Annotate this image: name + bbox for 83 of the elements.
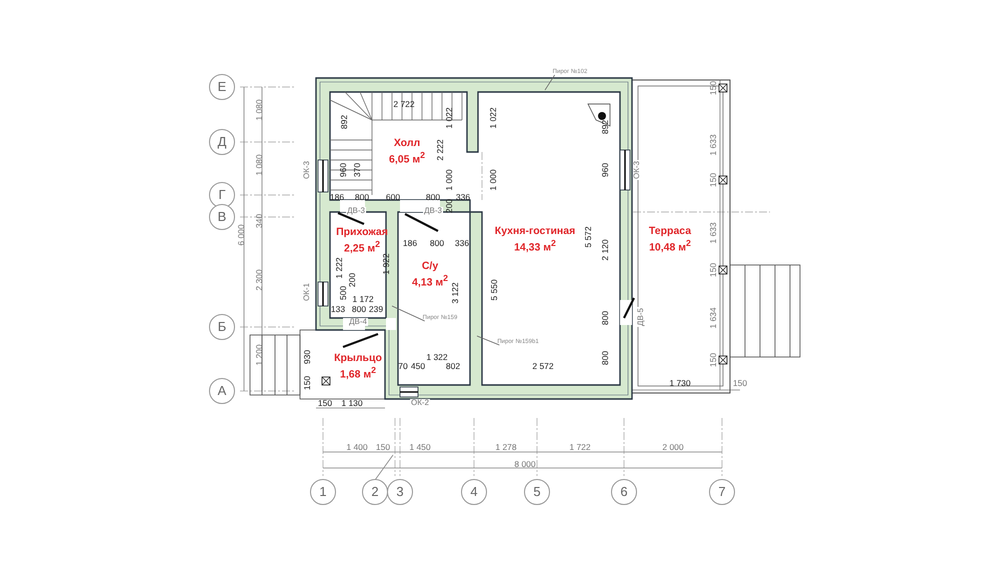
dimension-text: 1 222 (334, 257, 344, 279)
dimension-text: 1 633 (708, 134, 718, 156)
dimension-text: 2 120 (600, 239, 610, 261)
dimension-text: 370 (352, 162, 362, 178)
dimension-text: 1 278 (495, 442, 517, 452)
dimension-text: 5 572 (584, 226, 592, 248)
dimension-text: 2 000 (662, 442, 684, 452)
opening-mark: ДВ-4 (348, 318, 368, 326)
dimension-text: 1 080 (254, 154, 264, 176)
dimension-text: 336 (456, 192, 470, 202)
dimension-text: 1 722 (569, 442, 591, 452)
dimension-text: 2 572 (532, 362, 554, 370)
dimension-text: 1 200 (254, 344, 264, 366)
opening-mark: ОК-2 (410, 399, 430, 407)
dimension-text: 892 (600, 120, 610, 134)
room-area: 6,05 м$^{2}$ (389, 150, 425, 167)
dimension-text: 5 550 (490, 279, 498, 301)
dimension-text: 802 (446, 362, 460, 370)
dimension-text: 239 (368, 304, 384, 314)
dimension-text: 1 400 (346, 442, 368, 452)
dimension-text: 1 000 (488, 169, 498, 191)
dimension-text: 1 450 (409, 442, 431, 452)
dimension-text: 800 (354, 192, 370, 202)
dimension-text: 150 (708, 352, 718, 368)
dimension-text: 1 130 (341, 398, 363, 408)
dimension-text: 800 (352, 304, 366, 314)
dimension-text: 800 (600, 310, 610, 326)
room-name: Холл (392, 137, 422, 150)
room-area: 4,13 м$^{2}$ (412, 273, 448, 290)
room-name: С/у (420, 260, 440, 274)
dimension-text: 2 222 (436, 139, 444, 161)
dimension-text: 800 (426, 192, 440, 202)
dimension-text: 2 722 (393, 100, 415, 108)
dimension-text: 2 300 (254, 269, 264, 291)
dimension-text: 3 122 (450, 282, 460, 304)
opening-mark: ОК-3 (303, 160, 311, 180)
dimension-text: 450 (410, 362, 426, 370)
dimension-text: 800 (600, 350, 610, 366)
dimension-text: 1 022 (444, 107, 454, 129)
dimension-text: 500 (338, 286, 348, 300)
dimension-text: 960 (600, 162, 610, 178)
dimension-text: 1 922 (382, 253, 390, 275)
dimension-text: 186 (402, 238, 418, 248)
room-name: Кухня-гостиная (494, 225, 576, 238)
dimension-text: 150 (302, 376, 312, 390)
room-name: Терраса (648, 225, 692, 238)
dimension-text: 892 (340, 114, 348, 130)
dimension-text: 6 000 (236, 224, 246, 246)
dimension-text: 150 (318, 398, 332, 408)
dimension-text: 186 (330, 192, 344, 202)
dimension-text: 150 (708, 262, 718, 278)
opening-mark: ОК-1 (303, 282, 311, 302)
dimension-text: 930 (302, 350, 312, 364)
dimension-text: 960 (338, 162, 348, 178)
room-area: 1,68 м$^{2}$ (334, 365, 382, 382)
dimension-text: 200 (444, 198, 454, 214)
dimension-text: 1 322 (426, 352, 448, 362)
dimension-text: 133 (330, 304, 346, 314)
dimension-text: 70 (398, 362, 408, 370)
dimension-text: 1 172 (352, 294, 374, 304)
dimension-text: 340 (254, 214, 264, 228)
room-name: Крыльцо (334, 352, 382, 366)
opening-mark: ДВ-3 (423, 207, 443, 215)
dimension-text: 336 (454, 238, 470, 248)
dimension-text: 150 (708, 80, 718, 96)
room-area: 10,48 м$^{2}$ (648, 238, 692, 255)
dimension-text: 200 (348, 272, 356, 288)
opening-mark: ДВ-3 (346, 207, 366, 215)
dimension-text: 1 022 (488, 107, 498, 129)
opening-mark: ОК-3 (633, 160, 641, 180)
dimension-text: 8 000 (514, 460, 536, 468)
opening-mark: ДВ-5 (637, 307, 645, 327)
dimension-text: 1 634 (708, 307, 718, 329)
dimension-text: 1 730 (669, 378, 691, 388)
dimension-text: 150 (376, 442, 390, 452)
dimension-text: 150 (708, 172, 718, 188)
dimension-text: 1 633 (708, 222, 718, 244)
dimension-text: 600 (386, 192, 400, 202)
dimension-text: 1 000 (444, 169, 454, 191)
dimension-text: 150 (732, 378, 748, 388)
dimension-text: 800 (430, 238, 444, 248)
room-area: 14,33 м$^{2}$ (494, 238, 576, 255)
dimension-text: 1 080 (254, 99, 264, 121)
